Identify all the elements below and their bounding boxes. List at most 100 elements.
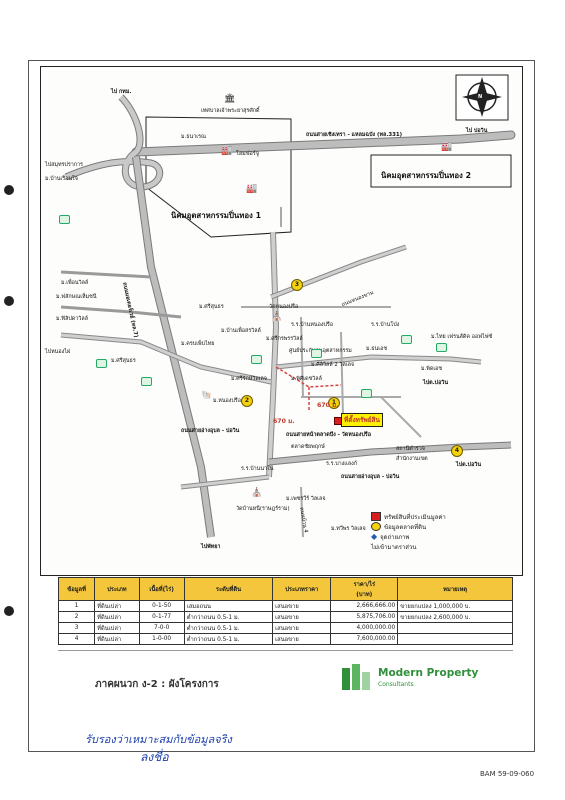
table-cell: ขายยกแปลง 2,600,000 บ. bbox=[397, 611, 513, 623]
estate-1-boundary bbox=[145, 116, 292, 238]
label-village-q: ม.พิดเอช bbox=[421, 366, 443, 372]
table-header: ประเภทราคา bbox=[272, 577, 332, 601]
table-row: 3 ที่ดินเปล่า 7-0-0 ต่ำกว่าถนน 0.5-1 ม. … bbox=[57, 622, 513, 634]
company-logo-icon bbox=[342, 664, 370, 690]
label-village-a: ม.ธนาเรณ bbox=[181, 134, 207, 140]
table-row: 4 ที่ดินเปล่า 1-0-00 ต่ำกว่าถนน 0.5-1 ม.… bbox=[57, 633, 513, 645]
table-cell: 2,666,666.00 bbox=[330, 600, 399, 612]
table-cell: 7,600,000.00 bbox=[330, 633, 399, 645]
label-estate-1: นิคมอุตสาหกรรมปิ่นทอง 1 bbox=[171, 211, 261, 220]
table-cell: ต่ำกว่าถนน 0.5-1 ม. bbox=[183, 611, 274, 623]
label-village-d: ม.ฟลักษณเห็มชนี bbox=[56, 294, 97, 300]
village-marker-2 bbox=[96, 359, 107, 368]
table-cell bbox=[397, 622, 513, 634]
label-road-c: ถนนสายอ่างอุบล - บ่อวิน bbox=[341, 474, 400, 480]
table-cell: เสนอขาย bbox=[272, 633, 332, 645]
label-village-c: ม.เพื่อนวิลล์ bbox=[61, 280, 89, 286]
handwritten-note: รับรองว่าเหมาะสมกับข้อมูลจริง bbox=[85, 733, 232, 746]
map-legend: ทรัพย์สินที่ประเมินมูลค่า ข้อมูลตลาดที่ด… bbox=[371, 512, 446, 552]
table-cell: 1-0-00 bbox=[138, 633, 185, 645]
table-cell: เสมอถนน bbox=[183, 600, 274, 612]
label-village-i: ม.บ้านเพื่อสรวิลล์ bbox=[221, 328, 261, 334]
label-village-r: ม.ทวีพร วิลเลจ bbox=[331, 526, 366, 532]
village-marker bbox=[59, 215, 70, 224]
factory-icon-3: 🏭 bbox=[441, 142, 453, 152]
route-line bbox=[275, 366, 342, 388]
label-bang-bo-top: ไป บ่อวิน bbox=[466, 128, 488, 134]
comparable-2[interactable]: 2 bbox=[241, 395, 253, 407]
table-cell: เสนอขาย bbox=[272, 611, 332, 623]
label-village-k: ม.ศิลิวิลล์ 2 วิลเลจ bbox=[311, 362, 355, 368]
label-bang-bo-mid: ไปต.บ่อวิน bbox=[423, 380, 449, 386]
table-cell: 3 bbox=[57, 622, 96, 634]
table-cell: ต่ำกว่าถนน 0.5-1 ม. bbox=[183, 633, 274, 645]
village-marker-5 bbox=[251, 355, 262, 364]
camera-icon: ◆ bbox=[371, 532, 378, 541]
label-highway-331: ถนนสายเชิงเทรา - แหลมฉบัง (ทล.331) bbox=[306, 132, 403, 138]
factory-icon-2: 🏭 bbox=[246, 184, 258, 194]
label-village-h: ม.ศรีสุนธร bbox=[199, 304, 224, 310]
comparables-table: ข้อมูลที่ ประเภท เนื้อที่(ไร่) ระดับที่ด… bbox=[57, 577, 513, 645]
table-cell bbox=[397, 633, 513, 645]
label-road-b: ถนนสายหน้าตลาดบึง - วัดหนองปรือ bbox=[286, 432, 371, 438]
village-marker-3 bbox=[141, 377, 152, 386]
village-marker-6 bbox=[311, 349, 322, 358]
village-marker-4 bbox=[436, 343, 447, 352]
table-cell: 5,875,706.00 bbox=[330, 611, 399, 623]
table-header-row: ข้อมูลที่ ประเภท เนื้อที่(ไร่) ระดับที่ด… bbox=[57, 577, 513, 601]
punch-hole bbox=[4, 296, 14, 306]
label-village-10: ม.หนองปรือ 10 bbox=[213, 398, 250, 404]
label-bang-bo-low: ไปต.บ่อวิน bbox=[456, 462, 482, 468]
label-school-3: ร.ร.บ้านนาใน bbox=[241, 466, 274, 472]
table-header: ระดับที่ดิน bbox=[183, 577, 274, 601]
label-temple-2: วัดบ้านหนี(ราษฎร์ราม) bbox=[236, 506, 290, 512]
table-header: ราคา/ไร่ (บาท) bbox=[330, 577, 399, 601]
gas-station-icon: 🐚 bbox=[201, 391, 213, 401]
table-header: ประเภท bbox=[94, 577, 140, 601]
village-marker-7 bbox=[361, 389, 372, 398]
table-cell: ขายยกแปลง 1,000,000 บ. bbox=[397, 600, 513, 612]
label-village-j: ม.ศรีกรพรรวิลล์ bbox=[266, 336, 303, 342]
village-marker-8 bbox=[401, 335, 412, 344]
legend-photo: จุดถ่ายภาพ bbox=[380, 533, 410, 541]
report-code: BAM 59-09-060 bbox=[480, 770, 535, 778]
table-cell: ที่ดินเปล่า bbox=[94, 600, 140, 612]
table-cell: ที่ดินเปล่า bbox=[94, 622, 140, 634]
label-village-m: ม.ศรีรักษ์วิลเลจ bbox=[231, 376, 267, 382]
punch-hole bbox=[4, 185, 14, 195]
table-cell: 4 bbox=[57, 633, 96, 645]
table-cell: ที่ดินเปล่า bbox=[94, 633, 140, 645]
factory-icon: 🏭 bbox=[221, 146, 233, 156]
company-subtitle: Consultants bbox=[378, 681, 414, 688]
subject-property-label[interactable]: ที่ตั้งทรัพย์สิน bbox=[341, 413, 383, 427]
temple-icon-2: ⛪ bbox=[251, 488, 263, 498]
subject-property-marker[interactable] bbox=[334, 417, 342, 425]
label-village-p: ม.ไทย เฟรนส์ดิค ออฟไฟซ์ bbox=[431, 334, 493, 340]
building-icon: 🏛 bbox=[224, 94, 236, 104]
table-cell: 2 bbox=[57, 611, 96, 623]
table-row: 2 ที่ดินเปล่า 0-1-77 ต่ำกว่าถนน 0.5-1 ม.… bbox=[57, 611, 513, 623]
legend-comparable-swatch bbox=[371, 522, 381, 531]
label-home-mart: โฮมฟอร์จู bbox=[236, 151, 259, 157]
table-cell: ต่ำกว่าถนน 0.5-1 ม. bbox=[183, 622, 274, 634]
legend-subject-swatch bbox=[371, 512, 381, 521]
table-header: หมายเหตุ bbox=[397, 577, 513, 601]
label-village-f: ม.ศรีสุนธร bbox=[111, 358, 136, 364]
table-header: ข้อมูลที่ bbox=[57, 577, 96, 601]
table-header: เนื้อที่(ไร่) bbox=[138, 577, 185, 601]
label-school-2: ร.ร.บ้านโป่ง bbox=[371, 322, 400, 328]
handwritten-signature-label: ลงชื่อ bbox=[140, 750, 169, 764]
label-office: สำนักงานเขต bbox=[396, 456, 428, 462]
project-map[interactable]: N ไป กทม. ไปสมุทรปราการ ไป บ่อวิน ถนนสาย… bbox=[40, 66, 523, 576]
temple-icon: ⛪ bbox=[271, 312, 283, 322]
table-row: 1 ที่ดินเปล่า 0-1-50 เสมอถนน เสนอขาย 2,6… bbox=[57, 600, 513, 612]
label-police: สถานีตำรวจ bbox=[396, 446, 425, 452]
label-market: ตลาดชัยพฤกษ์ bbox=[291, 444, 325, 450]
comparable-1[interactable]: 1 bbox=[328, 397, 340, 409]
comparable-3[interactable]: 3 bbox=[291, 279, 303, 291]
table-cell: ที่ดินเปล่า bbox=[94, 611, 140, 623]
label-pattaya: ไปพัทยา bbox=[201, 544, 221, 550]
label-village-n: ม.ธนเอช bbox=[366, 346, 387, 352]
table-cell: เสนอขาย bbox=[272, 622, 332, 634]
comparable-4[interactable]: 4 bbox=[451, 445, 463, 457]
